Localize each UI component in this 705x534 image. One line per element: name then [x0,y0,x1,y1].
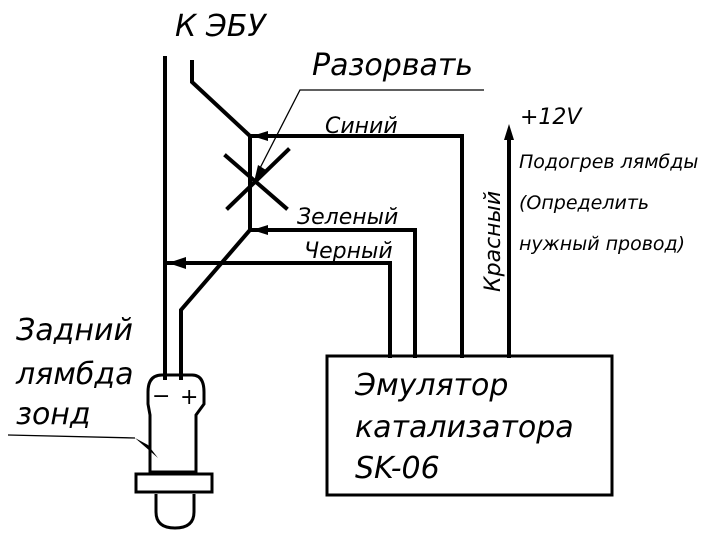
cut-leader-arrow [254,165,266,182]
black-arrow [168,257,186,269]
sensor-label-line2: лямбда [15,357,133,392]
black-wire [166,261,392,358]
sensor-label-line1: Задний [16,313,133,348]
lambda-sensor [134,373,214,530]
emulator-label-line1: Эмулятор [354,368,508,403]
green-wire [250,228,417,358]
cut-leader [257,89,484,173]
sensor-wire [179,227,253,380]
blue-arrow [252,131,268,141]
to-ecu-label: К ЭБУ [175,9,267,44]
sensor-label-line3: зонд [16,397,91,432]
sensor-leader-arrow [135,438,158,458]
sensor-plus-label: + [180,385,198,410]
heater-label-line1: Подогрев лямбды [519,151,698,173]
green-label: Зеленый [297,205,398,230]
emulator-label-line2: катализатора [355,410,574,445]
sensor-leader [7,434,136,439]
blue-wire [250,134,464,358]
red-label: Красный [481,191,506,292]
plus12-label: +12V [520,105,583,130]
emulator-label-line3: SK-06 [355,451,440,486]
ecu-wire-right [190,60,252,230]
blue-label: Синий [325,114,398,139]
sensor-minus-label: − [152,384,170,409]
plus12-arrow [504,124,514,140]
cut-cross-b [225,147,291,211]
heater-label-line3: нужный провод) [519,233,685,255]
black-label: Черный [304,239,393,264]
emulator-box [325,354,614,497]
heater-label-line2: (Определить [519,192,649,214]
cut-label: Разорвать [312,48,473,83]
green-arrow [252,225,268,235]
